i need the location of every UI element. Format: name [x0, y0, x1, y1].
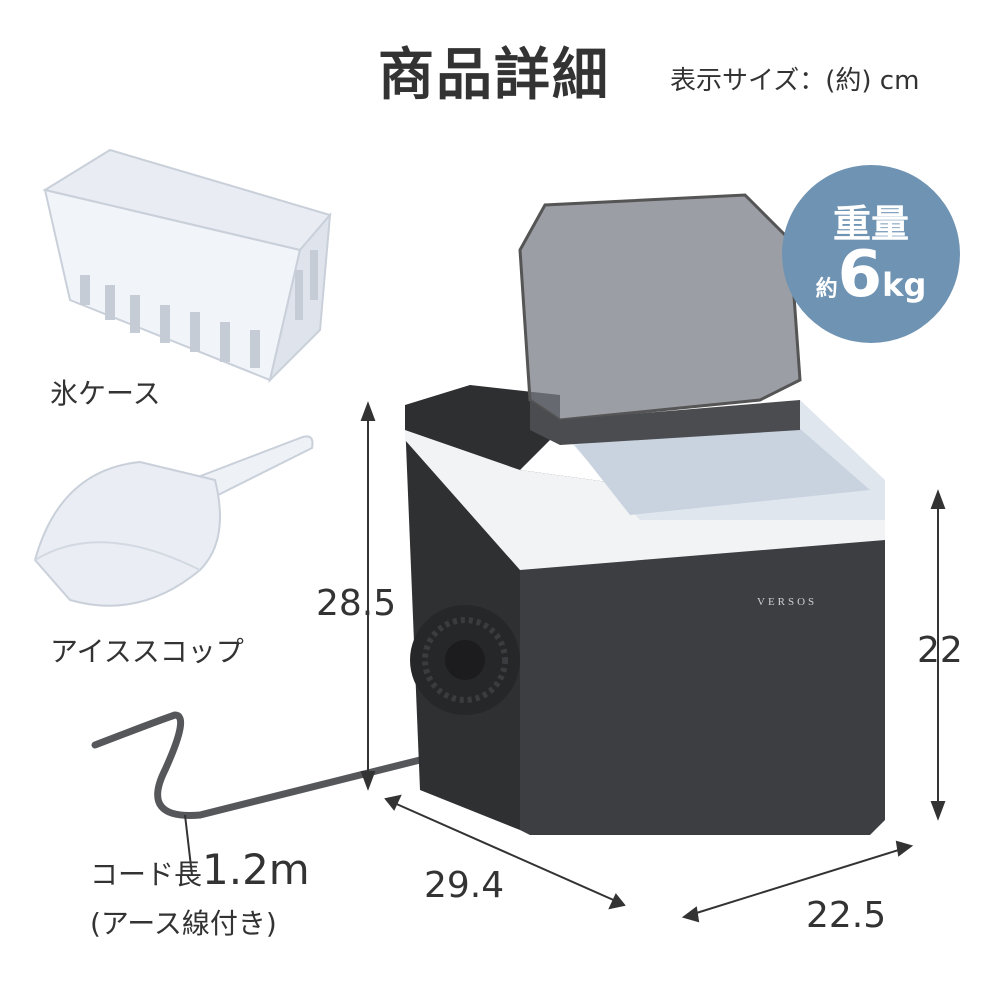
cord-length: コード長1.2m: [90, 845, 310, 894]
power-cord-image: [91, 711, 424, 819]
page-title: 商品詳細: [378, 43, 610, 108]
weight-unit: kg: [882, 266, 927, 304]
weight-number: 6: [837, 238, 883, 312]
ice-basket-label: 氷ケース: [50, 377, 161, 410]
weight-title: 重量: [832, 202, 909, 246]
weight-prefix: 約: [815, 277, 838, 302]
ice-maker-image: VERSOS: [405, 193, 885, 835]
cord-value: 1.2m: [202, 845, 310, 894]
ice-scoop-label: アイススコップ: [50, 635, 244, 668]
dimension-depth: 22.5: [806, 895, 887, 936]
weight-value: 約6kg: [782, 243, 960, 307]
dimension-width: 29.4: [424, 865, 505, 906]
weight-badge: 重量 約6kg: [782, 165, 960, 343]
size-note: 表示サイズ：(約) cm: [670, 66, 920, 96]
cord-label: コード長: [90, 858, 203, 891]
dimension-body-height: 22: [917, 630, 963, 671]
dimension-total-height: 28.5: [316, 583, 397, 624]
ice-basket-image: [42, 148, 332, 384]
ice-scoop-image: [33, 435, 314, 607]
brand-logo: VERSOS: [757, 596, 817, 608]
cord-note: (アース線付き): [90, 907, 277, 940]
dimension-arrows: [360, 401, 946, 923]
